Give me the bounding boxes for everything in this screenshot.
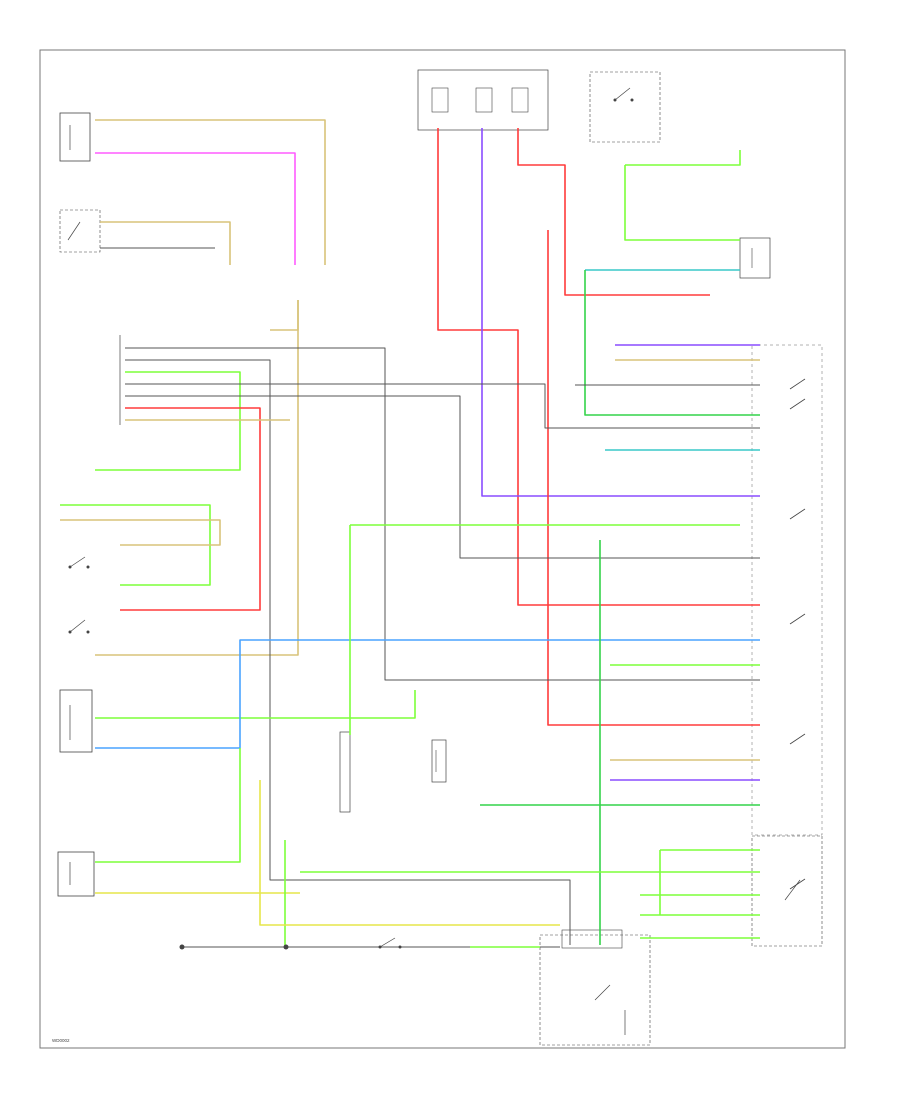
wire [95,152,296,265]
wire [625,150,741,166]
wire [95,748,241,863]
ignition-switch [589,71,661,143]
right-switches [789,378,806,890]
wire [95,690,416,719]
left-second-sensor [59,209,101,253]
right-bottom-switch-box [751,835,823,947]
wire [125,359,571,945]
wire [624,165,740,241]
left-switch-group [68,556,90,634]
center-module [339,731,447,813]
wire [125,383,760,429]
wire [95,371,241,471]
footer-code: WD0002 [52,1038,70,1043]
switch-contact [789,378,806,390]
right-relay-box [739,237,771,279]
bottom-components [179,937,402,950]
wire [60,519,221,546]
bottom-relay-module [539,929,651,1046]
wires [60,119,760,948]
switch-contact [789,398,806,410]
wire [95,119,326,265]
wire [481,128,760,497]
switch-contact [789,878,806,890]
wire [120,407,261,611]
left-lower-sensor [59,689,93,753]
wire [437,128,760,606]
wire [517,128,710,296]
wire [125,347,760,681]
switch-contact [789,733,806,745]
wire [270,300,299,331]
wire [95,639,760,749]
wire [95,300,299,656]
diagram-border [39,49,846,1049]
switch-contact [789,508,806,520]
switch-contact [789,613,806,625]
power-distribution-box [417,69,549,131]
right-dashed-frame [751,344,823,836]
top-left-sensor [59,112,91,162]
wire [547,230,760,726]
wire [584,270,760,416]
wire [100,221,231,265]
wire [259,780,560,926]
wire [125,395,760,559]
left-bottom-sensor [57,851,95,897]
